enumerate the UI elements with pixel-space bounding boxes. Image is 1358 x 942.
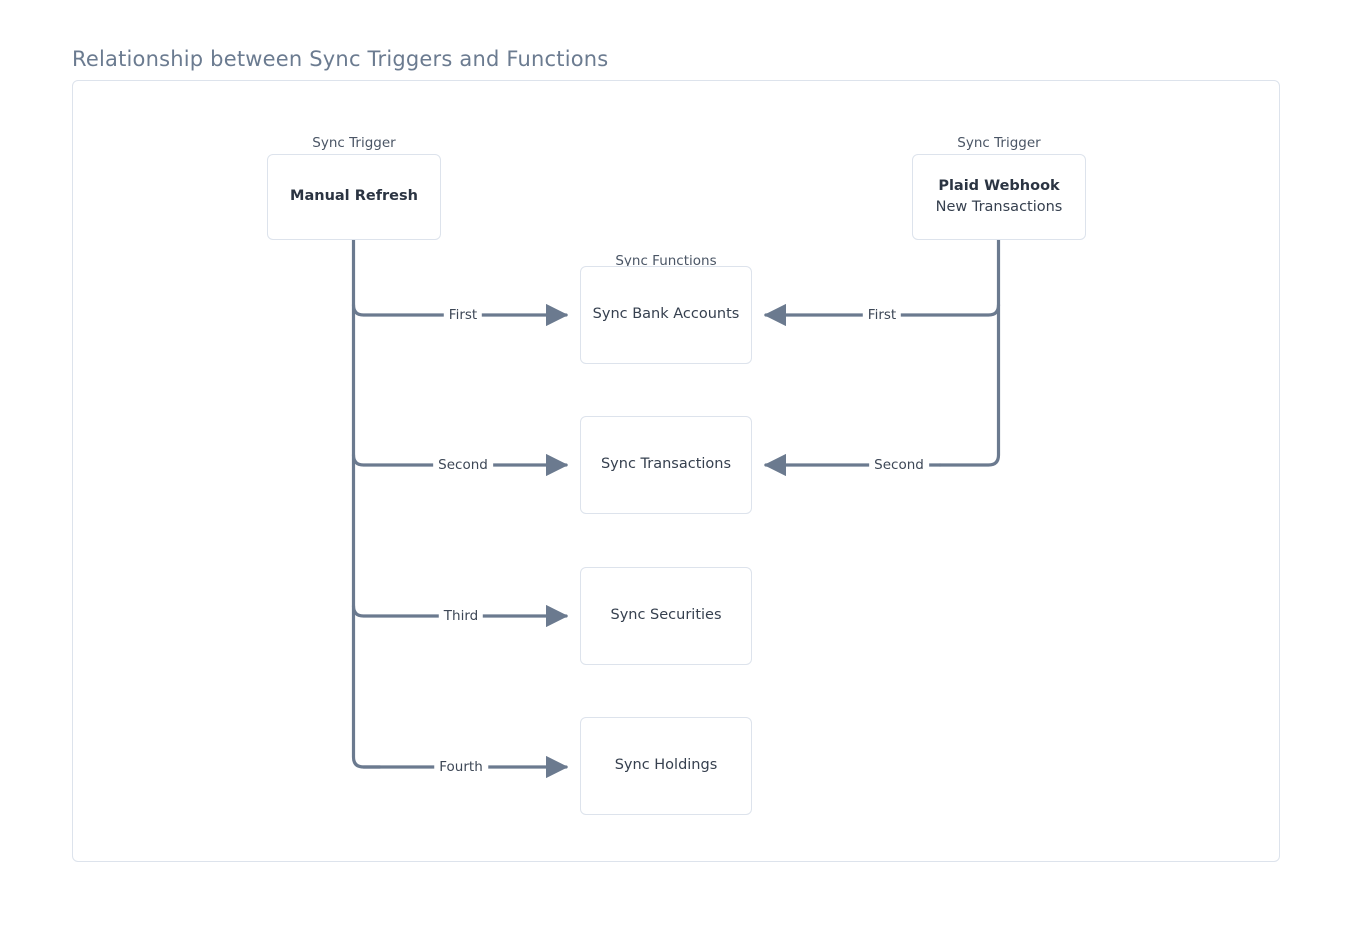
node-function-sync-transactions[interactable]: Sync Transactions (580, 416, 752, 514)
node-trigger-manual-refresh[interactable]: Manual Refresh (267, 154, 441, 240)
edge-label-manual-second: Second (433, 457, 493, 473)
node-title: Sync Transactions (600, 456, 732, 473)
node-title: Manual Refresh (290, 188, 418, 205)
group-label-sync-trigger-left: Sync Trigger (312, 135, 396, 151)
edge-label-manual-fourth: Fourth (434, 759, 488, 775)
node-subtitle: New Transactions (935, 199, 1063, 215)
node-title: Sync Bank Accounts (592, 306, 740, 323)
edge-label-webhook-first: First (862, 307, 902, 323)
node-function-sync-holdings[interactable]: Sync Holdings (580, 717, 752, 815)
edge-label-manual-first: First (443, 307, 483, 323)
node-function-sync-bank-accounts[interactable]: Sync Bank Accounts (580, 266, 752, 364)
group-label-sync-trigger-right: Sync Trigger (957, 135, 1041, 151)
node-title: Sync Holdings (614, 757, 718, 774)
node-title: Plaid Webhook (938, 177, 1060, 194)
page-title: Relationship between Sync Triggers and F… (72, 47, 609, 71)
node-trigger-plaid-webhook[interactable]: Plaid Webhook New Transactions (912, 154, 1086, 240)
node-title: Sync Securities (610, 607, 722, 624)
edge-label-webhook-second: Second (869, 457, 929, 473)
group-label-sync-functions: Sync Functions (615, 253, 717, 269)
edge-label-manual-third: Third (438, 608, 484, 624)
node-function-sync-securities[interactable]: Sync Securities (580, 567, 752, 665)
